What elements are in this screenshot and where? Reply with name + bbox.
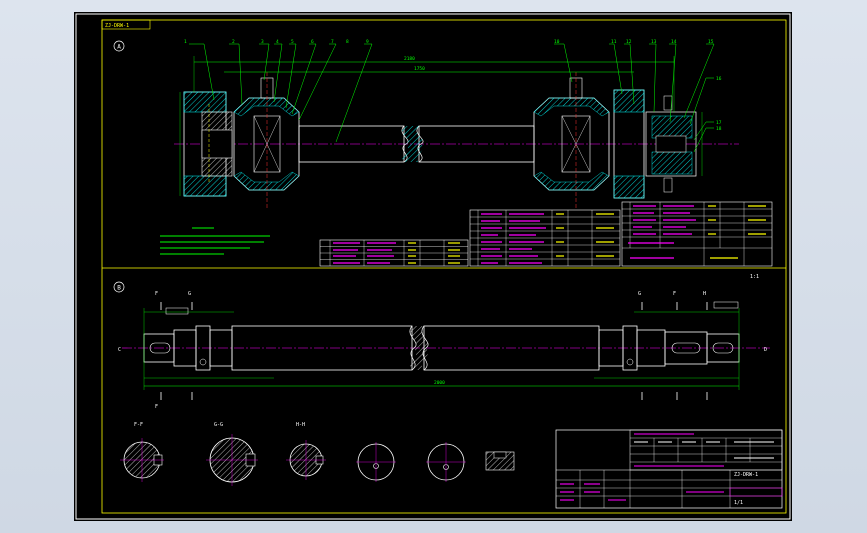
right-coupling-hatch-top [613, 89, 645, 113]
balloon-2: 2 [232, 39, 235, 45]
balloon-8: 8 [346, 39, 349, 45]
title-block: ZJ-DRW-1 1/1 [555, 429, 783, 509]
end-label-c: C [118, 347, 121, 353]
balloon-13: 13 [651, 39, 657, 45]
balloon-14: 14 [671, 39, 677, 45]
parts-list-left [319, 239, 469, 267]
dim-bottom-long: 2000 [434, 380, 445, 386]
cut-mark-h-right: H [703, 291, 706, 297]
balloon-7: 7 [331, 39, 334, 45]
balloon-5: 5 [291, 39, 294, 45]
title-block-stamp [729, 487, 783, 497]
balloon-3: 3 [261, 39, 264, 45]
cut-mark-labels: F G G F H F C D [118, 291, 767, 410]
balloon-12: 12 [626, 39, 632, 45]
dim-top-mid: 1750 [414, 66, 425, 72]
balloon-4: 4 [276, 39, 279, 45]
section-views: F-F G-G H-H [120, 422, 515, 486]
balloon-10: 10 [554, 39, 560, 45]
left-housing-hatch-top [233, 97, 300, 117]
leader-group-top [189, 43, 715, 153]
cut-mark-f-left-bottom: F [155, 404, 158, 410]
body-break-fill-bottom [409, 348, 429, 370]
left-hub-bore [201, 129, 233, 159]
balloon-17: 17 [716, 120, 722, 126]
right-flange-hatch-top [651, 115, 693, 139]
dim-top-long: 2180 [404, 56, 415, 62]
balloon-9: 9 [366, 39, 369, 45]
balloon-18: 18 [716, 126, 722, 132]
parts-list-right [621, 201, 773, 267]
cut-mark-g-right: G [638, 291, 641, 297]
cut-mark-g-left: G [188, 291, 191, 297]
drawing-canvas: ZJ-DRW-1 A B [75, 13, 791, 520]
cut-plane-lines [160, 302, 708, 400]
left-coupling-hatch-bottom [183, 175, 227, 197]
shaft-hole-left [199, 358, 207, 366]
view-b-marker: B [117, 285, 121, 292]
cut-mark-f-left: F [155, 291, 158, 297]
shaft-hole-right [626, 358, 634, 366]
outer-border [75, 13, 791, 520]
right-flange-bolt-bottom [663, 177, 673, 193]
shaft-detail-view: 2000 F G [118, 274, 770, 410]
shaft-body-left [231, 325, 413, 371]
corner-tag: ZJ-DRW-1 [105, 23, 129, 29]
view-a-marker-circle [113, 40, 125, 52]
title-block-title: ZJ-DRW-1 [734, 472, 758, 478]
assembly-view: 2180 1750 [160, 39, 739, 255]
section-label-gg: G-G [214, 422, 223, 428]
view-a-marker: A [117, 44, 121, 51]
corner-tag-box [101, 19, 151, 30]
right-housing-hatch-bottom [533, 171, 610, 191]
balloon-6: 6 [311, 39, 314, 45]
section-label-ff: F-F [134, 422, 143, 428]
balloon-15: 15 [708, 39, 714, 45]
shaft-break-fill-bottom [401, 144, 424, 162]
balloon-1: 1 [184, 39, 187, 45]
technical-notes [160, 227, 270, 255]
title-block-sheet: 1/1 [734, 500, 743, 506]
shaft-break-fill-top [401, 126, 424, 144]
drawing-sheet[interactable]: ZJ-DRW-1 A B [74, 12, 792, 521]
keyway-right-1 [671, 342, 701, 354]
balloon-11: 11 [611, 39, 617, 45]
tolerance-frame-left [165, 307, 189, 315]
left-coupling-hatch-top [183, 91, 227, 113]
balloon-16: 16 [716, 76, 722, 82]
title-block-upper [629, 429, 783, 471]
right-flange-bore [655, 135, 687, 153]
right-flange-hatch-bottom [651, 151, 693, 175]
right-coupling-hatch-bottom [613, 175, 645, 199]
view-b-marker-circle [113, 281, 125, 293]
right-flange-bolt-top [663, 95, 673, 111]
scale-note: 1:1 [750, 274, 759, 280]
keyway-left [149, 342, 171, 354]
keyway-detail-slot [493, 451, 507, 459]
shaft-left [298, 125, 405, 163]
balloon-labels: 1 2 3 4 5 6 7 8 9 10 11 12 13 14 15 16 1 [184, 39, 722, 132]
tolerance-frame-top [713, 301, 739, 309]
inner-border [101, 19, 787, 514]
cut-mark-f-right: F [673, 291, 676, 297]
body-break-fill-top [409, 326, 429, 348]
end-label-d: D [764, 347, 767, 353]
left-housing-hatch-bottom [233, 171, 300, 191]
section-label-hh: H-H [296, 422, 305, 428]
right-housing-hatch-top [533, 97, 610, 117]
parts-list-middle [469, 209, 621, 267]
keyway-right-2 [712, 342, 734, 354]
